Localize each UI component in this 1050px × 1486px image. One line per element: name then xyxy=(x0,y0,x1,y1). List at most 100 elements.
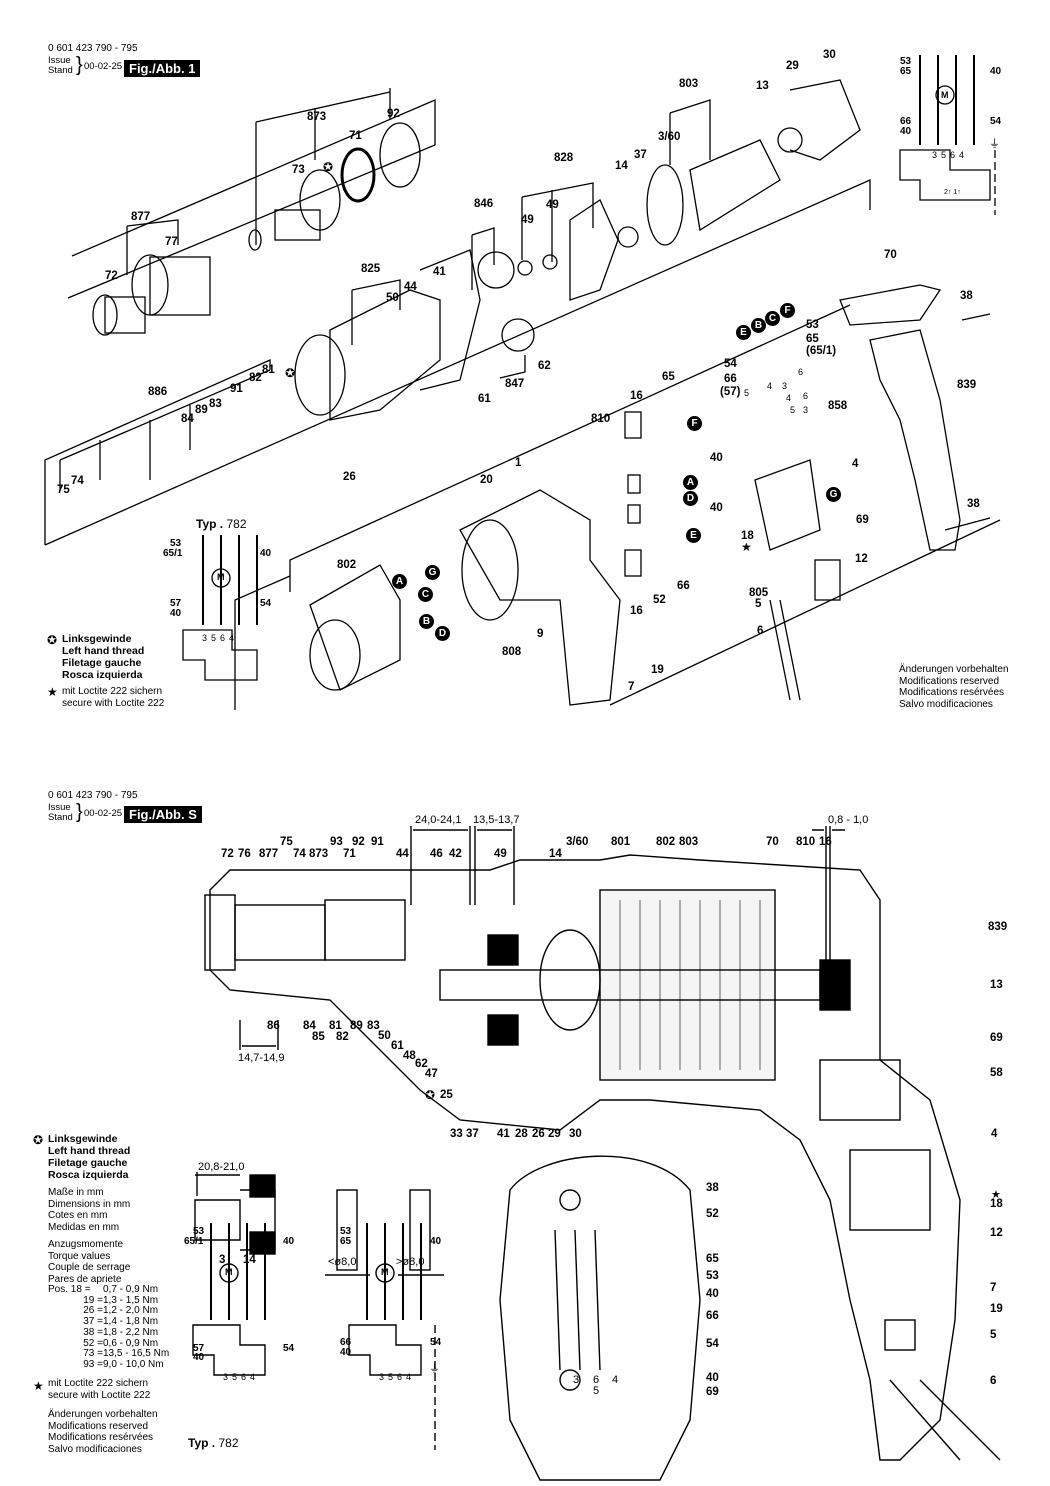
switch-marks: 2↑ 1↑ xyxy=(944,189,961,196)
callout: 38 xyxy=(967,498,980,510)
motor-icon: M xyxy=(217,572,225,582)
callout: (57) xyxy=(720,386,741,398)
callout: 49 xyxy=(521,214,534,226)
terminal-number: 6 xyxy=(798,367,804,377)
callout: 65 xyxy=(806,333,819,345)
callout: 75 xyxy=(280,836,293,848)
callout: 40 xyxy=(710,502,723,514)
callout: 58 xyxy=(990,1067,1003,1079)
connector-c-icon: C xyxy=(418,587,433,602)
callout: 29 xyxy=(548,1128,561,1140)
callout: 47 xyxy=(425,1068,438,1080)
wiring-label: 40 xyxy=(193,1352,205,1363)
callout: 3/60 xyxy=(566,836,589,848)
terminal-number: 3 xyxy=(782,381,788,391)
group-frame-front xyxy=(67,99,436,299)
callout: 803 xyxy=(679,78,699,90)
connector-d-icon: D xyxy=(435,626,450,641)
left-hand-thread-icon: ✪ xyxy=(323,160,334,174)
callout: 1 xyxy=(515,457,522,469)
wiring-label: 66 xyxy=(340,1337,352,1348)
wiring-label: 54 xyxy=(283,1343,295,1354)
callout: 37 xyxy=(634,149,647,161)
callout: 29 xyxy=(786,60,799,72)
connector-b-icon: B xyxy=(419,614,434,629)
callout: 52 xyxy=(706,1208,719,1220)
wiring-label: 57 xyxy=(170,598,182,609)
loctite-star-icon: ★ xyxy=(741,540,752,554)
callout: 30 xyxy=(569,1128,582,1140)
callout: 40 xyxy=(710,452,723,464)
connector-d-icon: D xyxy=(683,491,698,506)
callout: 85 xyxy=(312,1031,325,1043)
callout: 9 xyxy=(537,628,544,640)
torque-row: 73 =13,5 - 16,5 Nm xyxy=(83,1348,170,1360)
torque-row: 19 =1,3 - 1,5 Nm xyxy=(83,1294,159,1306)
cable-more-label: >ø8,0 xyxy=(396,1256,425,1268)
dimension-label: 0,8 - 1,0 xyxy=(828,814,869,826)
callout: 61 xyxy=(391,1040,404,1052)
loctite-legend: mit Loctite 222 sichern secure with Loct… xyxy=(48,1378,151,1401)
callout: 26 xyxy=(532,1128,545,1140)
callout: 52 xyxy=(653,594,666,606)
callout: 53 xyxy=(806,319,819,331)
connector-c-icon: C xyxy=(765,311,780,326)
callout: 83 xyxy=(209,398,222,410)
wiring-label: 40 xyxy=(283,1236,295,1247)
issue-date: 00-02-25 xyxy=(84,61,123,72)
callout: 802 xyxy=(337,559,357,571)
callout: 19 xyxy=(651,664,664,676)
callout: 6 xyxy=(757,625,764,637)
dimension-label: 20,8-21,0 xyxy=(198,1161,245,1173)
part-number: 0 601 423 790 - 795 xyxy=(48,790,138,801)
callout: 877 xyxy=(131,211,151,223)
callout: 92 xyxy=(352,836,365,848)
callout: 69 xyxy=(990,1032,1003,1044)
callout: 886 xyxy=(148,386,168,398)
callout: 82 xyxy=(336,1031,349,1043)
callout: 30 xyxy=(823,49,836,61)
callout: 25 xyxy=(440,1089,453,1101)
callout: 873 xyxy=(307,111,327,123)
wiring-label: 40 xyxy=(170,608,182,619)
callout: 69 xyxy=(706,1386,719,1398)
wiring-label: 40 xyxy=(900,126,912,137)
connector-f-icon: F xyxy=(687,416,702,431)
callout: 801 xyxy=(611,836,631,848)
callout: 49 xyxy=(494,848,507,860)
callout: 83 xyxy=(367,1020,380,1032)
ground-icon: ⏚ xyxy=(429,1363,440,1375)
wiring-label: 53 xyxy=(170,538,182,549)
terminal-strip: 3564 xyxy=(932,150,969,160)
callout: 86 xyxy=(267,1020,280,1032)
callout: 12 xyxy=(855,553,868,565)
callout: 839 xyxy=(988,921,1008,933)
callout: 14 xyxy=(243,1254,256,1266)
callout: 75 xyxy=(57,484,70,496)
callout: 12 xyxy=(990,1227,1003,1239)
callout: 828 xyxy=(554,152,574,164)
callout: 62 xyxy=(415,1058,428,1070)
callout: 84 xyxy=(181,413,194,425)
torque-row: 38 =1,8 - 2,2 Nm xyxy=(83,1326,159,1338)
brace: } xyxy=(76,54,83,76)
terminal-number: 4 xyxy=(767,381,773,391)
callout: 73 xyxy=(292,164,305,176)
callout: 825 xyxy=(361,263,381,275)
wiring-label: 65/1 xyxy=(184,1236,204,1247)
issue-label-en: Issue xyxy=(48,802,71,813)
loctite-star-icon: ★ xyxy=(33,1379,44,1393)
wiring-label: 53 xyxy=(340,1226,352,1237)
loctite-legend: mit Loctite 222 sichern secure with Loct… xyxy=(62,686,165,709)
callout: 91 xyxy=(230,383,243,395)
connector-e-icon: E xyxy=(686,528,701,543)
modifications-note: Änderungen vorbehalten Modifications res… xyxy=(899,664,1009,710)
torque-row: 93 =9,0 - 10,0 Nm xyxy=(83,1358,164,1370)
callout: 28 xyxy=(515,1128,528,1140)
callout: 4 xyxy=(991,1128,998,1140)
wiring-label: 66 xyxy=(900,116,912,127)
callout: 7 xyxy=(990,1282,997,1294)
callout: 42 xyxy=(449,848,462,860)
callout: 858 xyxy=(828,400,848,412)
